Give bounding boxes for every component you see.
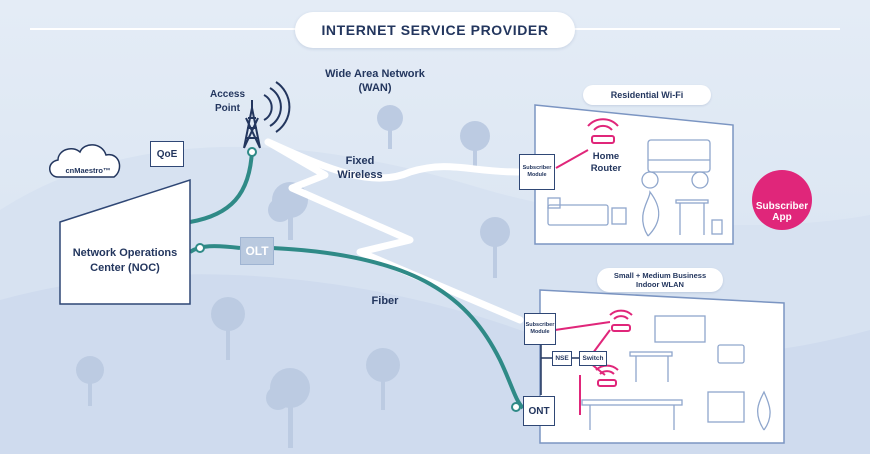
switch-box: Switch: [579, 351, 607, 366]
wan-label: Wide Area Network (WAN): [305, 67, 445, 95]
residential-title: Residential Wi-Fi: [583, 85, 711, 105]
noc-node-dot: [195, 243, 205, 253]
trees: [76, 105, 510, 448]
page-title: INTERNET SERVICE PROVIDER: [295, 12, 575, 48]
noc-building: [59, 178, 191, 305]
tree-icon: [211, 297, 245, 360]
tree-icon: [366, 348, 400, 410]
plant-icon: [757, 390, 771, 431]
noc-to-olt-link: [188, 244, 241, 254]
cloud-icon: [49, 144, 121, 178]
tower-icon: [243, 81, 291, 149]
residential-room: [534, 104, 734, 245]
subscriber-app-label: Subscriber App: [755, 201, 809, 223]
tree-icon: [76, 356, 104, 406]
business-title: Small + Medium Business Indoor WLAN: [597, 268, 723, 292]
wifi-router-icon: [587, 118, 619, 144]
wan-label-text: Wide Area Network: [325, 68, 425, 80]
ont-box: ONT: [523, 396, 555, 426]
access-point-label: Access Point: [209, 89, 246, 114]
wireless-link-business: [264, 138, 524, 324]
wifi-ap-icon: [595, 364, 619, 387]
fixed-wireless-link: [264, 138, 522, 182]
tree-icon: [377, 105, 403, 149]
residential-furniture: [547, 139, 723, 237]
cabinet-icon: [707, 391, 745, 423]
nightstand-icon: [611, 207, 627, 225]
wan-abbr-text: (WAN): [358, 82, 392, 94]
ont-node-dot: [511, 402, 521, 412]
business-room: [539, 289, 785, 444]
res-sm-router-link: [555, 149, 589, 169]
cnmaestro-label: cnMaestro™: [65, 166, 111, 175]
tree-icon: [480, 217, 510, 278]
qoe-box: QoE: [150, 141, 184, 167]
whiteboard-icon: [654, 315, 706, 343]
olt-box: OLT: [240, 237, 274, 265]
sofa-icon: [647, 139, 711, 173]
nse-box: NSE: [552, 351, 572, 366]
business-furniture: [581, 315, 771, 431]
tree-icon: [460, 121, 490, 169]
wifi-ap-icon: [609, 309, 633, 332]
meeting-table-icon: [581, 399, 683, 406]
residential-subscriber-module: Subscriber Module: [519, 154, 555, 190]
fiber-link: [271, 246, 525, 410]
noc-label: Network Operations Center (NOC): [72, 247, 178, 274]
fixed-wireless-label: Fixed Wireless: [337, 155, 383, 181]
bed-icon: [547, 204, 609, 226]
business-subscriber-module: Subscriber Module: [524, 313, 556, 345]
subscriber-app-badge[interactable]: Subscriber App: [752, 170, 812, 230]
noc-to-ap-link: [189, 149, 254, 224]
fiber-label: Fiber: [371, 295, 399, 307]
plant-icon: [642, 190, 660, 237]
ap-node-dot: [247, 147, 257, 157]
tree-icon: [266, 368, 310, 448]
home-router-label: Home Router: [590, 151, 622, 174]
